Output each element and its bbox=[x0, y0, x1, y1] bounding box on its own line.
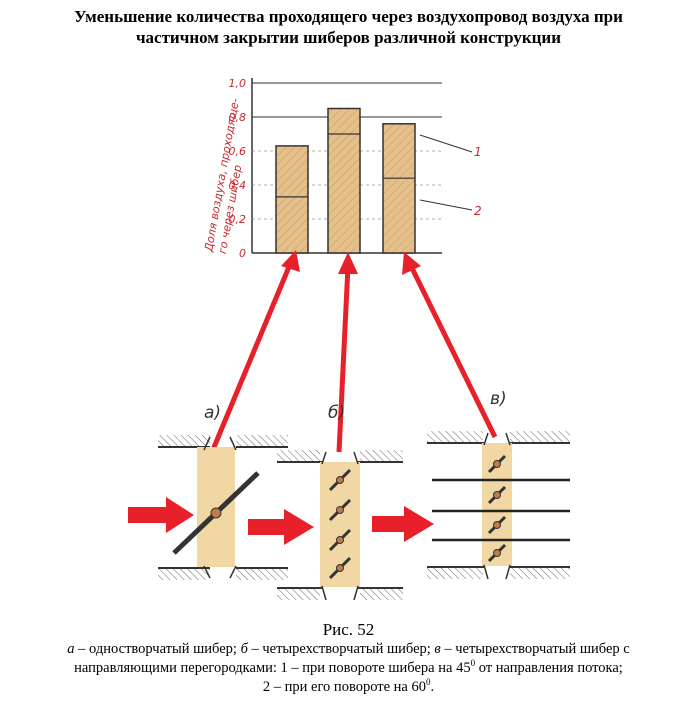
duct-a-ground-top-left bbox=[158, 435, 210, 447]
caption-text-a: – одностворчатый шибер; bbox=[74, 641, 241, 657]
caption-line-3-pre: 2 – при его повороте на 60 bbox=[262, 679, 426, 695]
caption-line-2-pre: направляющими перегородками: 1 – при пов… bbox=[74, 660, 471, 676]
caption-line-1: а – одностворчатый шибер; б – четырехств… bbox=[8, 640, 689, 659]
guide-baffles-c bbox=[432, 478, 570, 542]
flow-arrow-c bbox=[372, 506, 434, 542]
caption-degree-2: 0 bbox=[425, 677, 431, 688]
connector-arrows bbox=[209, 250, 498, 453]
bar-в bbox=[382, 123, 416, 254]
arrow-b-head bbox=[338, 252, 358, 274]
y-tick-labels: 1,0 0,8 0,6 0,4 0,2 0 bbox=[229, 77, 247, 260]
duct-c-label: в) bbox=[490, 389, 507, 409]
title-line-1: Уменьшение количества проходящего через … bbox=[74, 7, 623, 26]
y-tick-label: 1,0 bbox=[229, 77, 247, 90]
caption-letter-b: б bbox=[240, 641, 248, 657]
leader-line-1 bbox=[419, 134, 473, 153]
duct-a-channel bbox=[197, 447, 235, 567]
arrow-a bbox=[209, 261, 294, 453]
bar-а bbox=[275, 145, 309, 254]
figure-drawing: 1,0 0,8 0,6 0,4 0,2 0 Доля воздуха, проходяще… bbox=[128, 77, 570, 601]
y-tick-label: 0,4 bbox=[229, 179, 247, 192]
y-tick-label: 0,8 bbox=[229, 111, 247, 124]
duct-a: а) bbox=[128, 403, 288, 580]
duct-b-label: б) bbox=[328, 403, 345, 423]
bar-chart: 1,0 0,8 0,6 0,4 0,2 0 Доля воздуха, проходяще… bbox=[202, 77, 482, 260]
duct-a-label: а) bbox=[204, 403, 221, 423]
figure-number: Рис. 52 bbox=[322, 620, 375, 639]
flow-arrow-a bbox=[128, 497, 194, 533]
caption-letter-c: в bbox=[434, 641, 441, 657]
bar-б bbox=[327, 107, 361, 254]
caption-text-b: – четырехстворчатый шибер; bbox=[247, 641, 435, 657]
series-1-label: 1 bbox=[474, 145, 482, 159]
caption-line-2-post: от направления потока; bbox=[475, 660, 623, 676]
figure-caption: а – одностворчатый шибер; б – четырехств… bbox=[8, 640, 689, 697]
y-tick-label: 0,2 bbox=[229, 213, 247, 226]
caption-line-2: направляющими перегородками: 1 – при пов… bbox=[8, 659, 689, 678]
damper-pivot-a bbox=[210, 507, 222, 519]
y-axis-label: Доля воздуха, проходяще- го через шибер bbox=[202, 97, 244, 255]
arrow-c-head bbox=[402, 252, 421, 275]
duct-c: в) bbox=[372, 389, 570, 580]
arrow-c bbox=[407, 262, 498, 439]
flow-arrow-b bbox=[248, 509, 314, 545]
figure-title: Уменьшение количества проходящего через … bbox=[0, 6, 697, 48]
duct-a-ground-top-right bbox=[236, 435, 288, 447]
bars bbox=[275, 107, 416, 254]
duct-b: б) bbox=[248, 403, 403, 601]
y-tick-label: 0,6 bbox=[229, 145, 247, 158]
caption-line-3: 2 – при его повороте на 600. bbox=[8, 678, 689, 697]
series-2-label: 2 bbox=[474, 204, 482, 218]
leader-line-2 bbox=[419, 199, 473, 211]
caption-text-c: – четырехстворчатый шибер с bbox=[440, 641, 630, 657]
damper-leaves-b bbox=[328, 468, 352, 580]
y-tick-label: 0 bbox=[239, 247, 246, 260]
caption-degree-1: 0 bbox=[470, 658, 476, 669]
arrow-a-head bbox=[281, 250, 300, 272]
title-line-2: частичном закрытии шиберов различной кон… bbox=[135, 28, 562, 47]
caption-letter-a: а bbox=[67, 641, 75, 657]
damper-leaves-c bbox=[487, 454, 507, 563]
arrow-b bbox=[336, 265, 351, 453]
caption-line-3-post: . bbox=[430, 679, 435, 695]
